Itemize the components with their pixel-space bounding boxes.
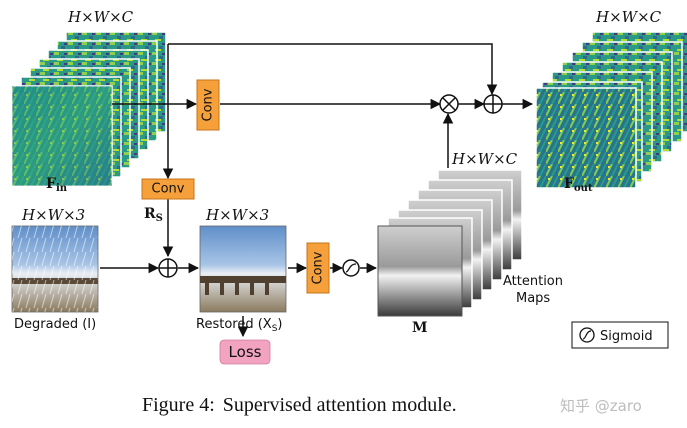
restored-image (199, 225, 287, 313)
feature-stack-out (535, 31, 687, 189)
label-degraded: Degraded (I) (14, 317, 96, 332)
sigmoid-operator (342, 259, 360, 277)
svg-text:Conv: Conv (152, 182, 185, 197)
svg-text:Loss: Loss (229, 343, 262, 361)
svg-text:Conv: Conv (201, 88, 216, 121)
label-f-out: Fout (564, 176, 593, 194)
label-hwc-in: H×W×C (67, 8, 134, 26)
attention-maps-stack (377, 169, 523, 317)
multiply-operator (439, 94, 459, 114)
conv-block-mid: Conv (306, 242, 330, 294)
sigmoid-icon (582, 330, 592, 340)
legend-sigmoid-label: Sigmoid (600, 329, 653, 344)
sigmoid-legend: Sigmoid (571, 321, 669, 349)
label-m: M (412, 320, 428, 336)
label-attention: Attention (503, 274, 563, 289)
add-operator-out (483, 94, 503, 114)
label-r-s: RS (144, 206, 163, 224)
add-operator-restore (158, 258, 178, 278)
degraded-image (11, 225, 99, 313)
conv-block-left: Conv (141, 178, 195, 200)
conv-block-top: Conv (196, 79, 220, 131)
label-hw3-in: H×W×3 (21, 206, 85, 224)
connections (100, 43, 534, 338)
label-hwc-attn: H×W×C (451, 150, 518, 168)
label-hw3-restored: H×W×3 (205, 206, 269, 224)
svg-text:Conv: Conv (311, 251, 326, 284)
arrow-skip-top (168, 43, 498, 96)
figure-caption: Figure 4:Supervised attention module. (142, 394, 457, 416)
label-maps: Maps (516, 291, 550, 306)
label-f-in: Fin (46, 176, 68, 194)
loss-block: Loss (219, 339, 271, 365)
label-restored: Restored (XS) (196, 317, 283, 334)
label-hwc-out: H×W×C (595, 8, 662, 26)
watermark: 知乎 @zaro (560, 397, 642, 415)
feature-stack-in (11, 31, 167, 187)
